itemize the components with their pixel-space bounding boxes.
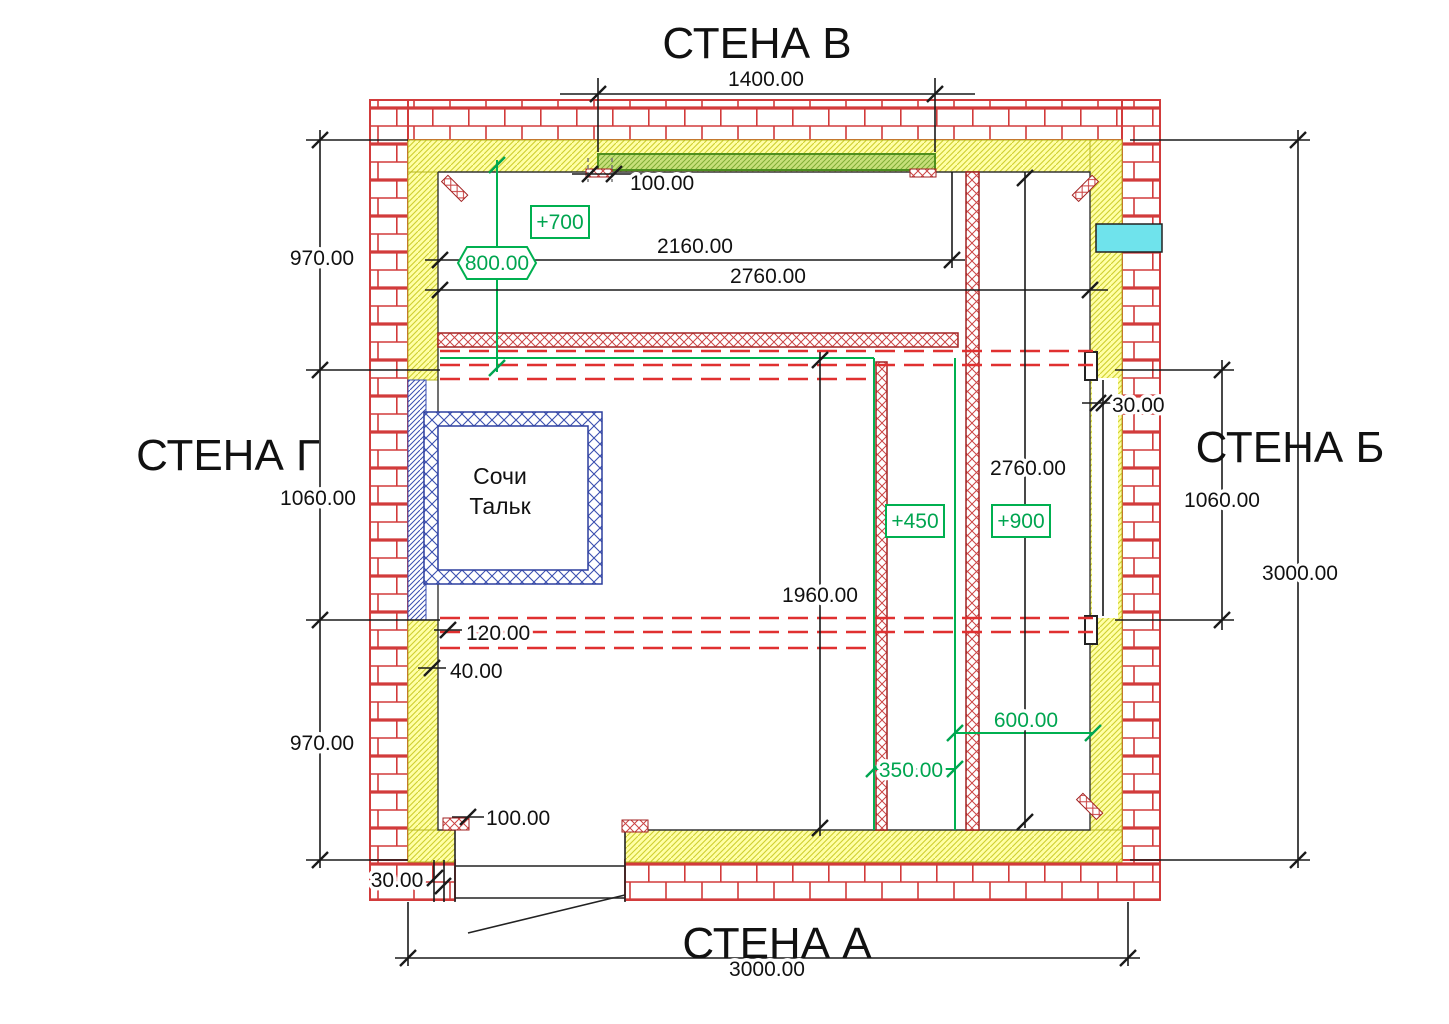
dim-2760-mid: 2760.00 [990,457,1066,480]
yellow-band-bottom-left [407,829,456,863]
dim-1060-left: 1060.00 [280,487,356,510]
level-700-label: +700 [536,211,583,234]
top-green-beam [597,153,936,171]
corner-mark-top-left [440,174,469,203]
level-900-label: +900 [997,510,1044,533]
talc-box-inner [437,425,589,571]
wall-title-top: СТЕНА В [662,19,851,68]
level-box-900 [991,504,1051,538]
dim-2160: 2160.00 [657,235,733,258]
door-swing-line [467,894,626,934]
partition-horizontal [437,332,959,348]
partition-vertical-middle [875,361,888,831]
right-door-gap [1092,378,1118,618]
dim-120: 120.00 [466,622,530,645]
wall-title-left: СТЕНА Г [136,431,320,480]
dim-1400: 1400.00 [728,68,804,91]
brick-wall-right [1121,99,1161,901]
brick-wall-top [369,99,1161,141]
partition-vertical-right [965,171,980,831]
level-marks: +700 800.00 +450 +900 600.00 350.00 [456,205,1062,786]
corner-mark-top-right [1071,174,1100,203]
dim-3000-bottom: 3000.00 [729,958,805,981]
dim-2760-top: 2760.00 [730,265,806,288]
brick-wall-bottom-right [624,859,1161,901]
dim-970-upper: 970.00 [290,247,354,270]
dim-1960: 1960.00 [782,584,858,607]
dimension-ticks [311,85,1307,967]
beam-offset-dashes [587,158,613,182]
talc-label-line2: Тальк [469,493,531,519]
dim-970-lower: 970.00 [290,732,354,755]
right-wall-door [1084,351,1118,645]
level-box-700 [530,205,590,239]
brick-wall-left [369,99,409,901]
corner-marks [440,174,1104,821]
yellow-band-bottom-right [624,829,1123,863]
wall-titles: СТЕНА В СТЕНА Г СТЕНА Б СТЕНА А [136,19,1384,968]
level-450-label: +450 [891,510,938,533]
talc-label-line1: Сочи [473,463,527,489]
level-box-800 [456,246,538,280]
red-dashed-lines [440,349,1093,650]
window-cyan [1095,223,1163,253]
green-600-label: 600.00 [994,709,1058,732]
dim-1060-right: 1060.00 [1184,489,1260,512]
dim-30-bottom: 30.00 [371,869,424,892]
green-800-label: 800.00 [465,252,529,275]
yellow-band-left-lower [407,619,439,831]
dim-3000-right: 3000.00 [1262,562,1338,585]
brick-wall-bottom-left [369,859,456,901]
right-door-jamb-bottom [1084,615,1098,645]
wall-title-bottom: СТЕНА А [682,919,872,968]
yellow-band-left-upper [407,171,439,381]
dimension-labels: 1400.00 100.00 2160.00 2760.00 970.00 10… [277,65,1342,985]
door-cap-right [621,819,649,833]
dim-100-top: 100.00 [630,172,694,195]
green-dimension-ticks [488,156,1102,778]
dim-100-bottom: 100.00 [486,807,550,830]
wall-title-right: СТЕНА Б [1196,423,1385,472]
level-box-450 [885,504,945,538]
green-350-label: 350.00 [879,759,943,782]
dim-30-right: 30.00 [1112,394,1165,417]
beam-end-cap-right [909,168,937,178]
corner-mark-bottom-right [1075,792,1104,821]
dim-40: 40.00 [450,660,503,683]
